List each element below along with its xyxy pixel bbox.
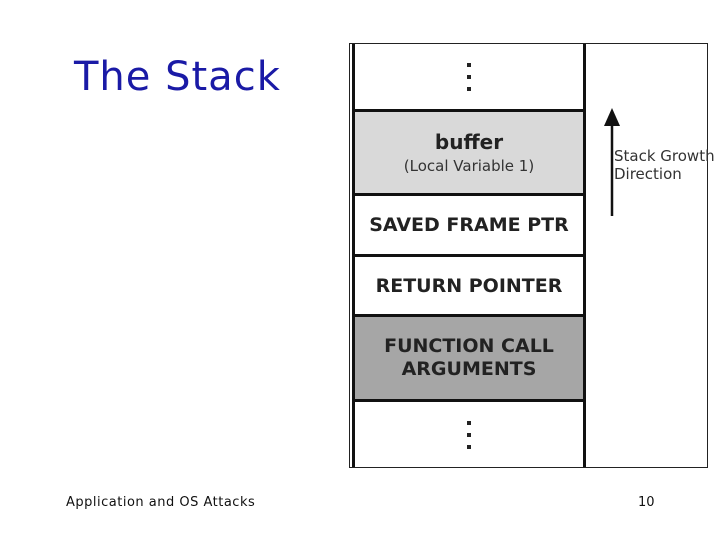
stack-divider (355, 254, 583, 257)
function-call-args-line2: ARGUMENTS (401, 358, 537, 380)
stack-bottom-ellipsis (355, 402, 583, 467)
stack-growth-label: Stack Growth Direction (614, 147, 715, 183)
return-pointer-label: RETURN POINTER (375, 274, 563, 297)
footer-course-title: Application and OS Attacks (66, 495, 256, 510)
buffer-sublabel: (Local Variable 1) (403, 157, 535, 175)
saved-frame-ptr-label: SAVED FRAME PTR (369, 214, 569, 236)
return-pointer-cell: RETURN POINTER (355, 257, 583, 314)
stack-column: buffer (Local Variable 1) SAVED FRAME PT… (352, 44, 586, 467)
stack-divider (355, 193, 583, 196)
function-call-args-line1: FUNCTION CALL (384, 335, 554, 357)
up-arrow-icon (604, 108, 620, 216)
saved-frame-ptr-cell: SAVED FRAME PTR (355, 196, 583, 254)
buffer-cell: buffer (Local Variable 1) (355, 112, 583, 193)
slide-title: The Stack (74, 54, 281, 100)
page-number: 10 (638, 495, 655, 510)
vertical-ellipsis-icon (467, 420, 471, 449)
stack-divider (355, 399, 583, 402)
stack-top-ellipsis (355, 44, 583, 109)
stack-growth-line1: Stack Growth (614, 147, 715, 165)
stack-growth-line2: Direction (614, 165, 682, 183)
stack-diagram: buffer (Local Variable 1) SAVED FRAME PT… (349, 43, 715, 468)
stack-divider (355, 109, 583, 112)
stack-divider (355, 314, 583, 317)
function-call-arguments-cell: FUNCTION CALL ARGUMENTS (355, 317, 583, 399)
vertical-ellipsis-icon (467, 62, 471, 91)
buffer-label: buffer (434, 130, 504, 154)
